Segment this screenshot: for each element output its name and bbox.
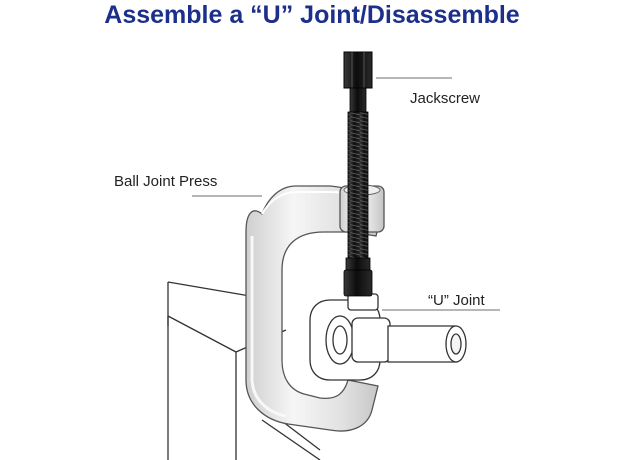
diagram-title: Assemble a “U” Joint/Disassemble [104, 1, 520, 29]
callout-u-joint: “U” Joint [382, 292, 500, 311]
label-u-joint: “U” Joint [428, 292, 486, 309]
callout-jackscrew: Jackscrew [376, 77, 480, 107]
label-jackscrew: Jackscrew [410, 90, 480, 107]
u-joint [309, 293, 467, 381]
frame-block [167, 281, 321, 460]
label-ball-joint-press: Ball Joint Press [114, 173, 217, 190]
callout-ball-joint-press: Ball Joint Press [114, 173, 262, 197]
jackscrew [343, 51, 373, 297]
